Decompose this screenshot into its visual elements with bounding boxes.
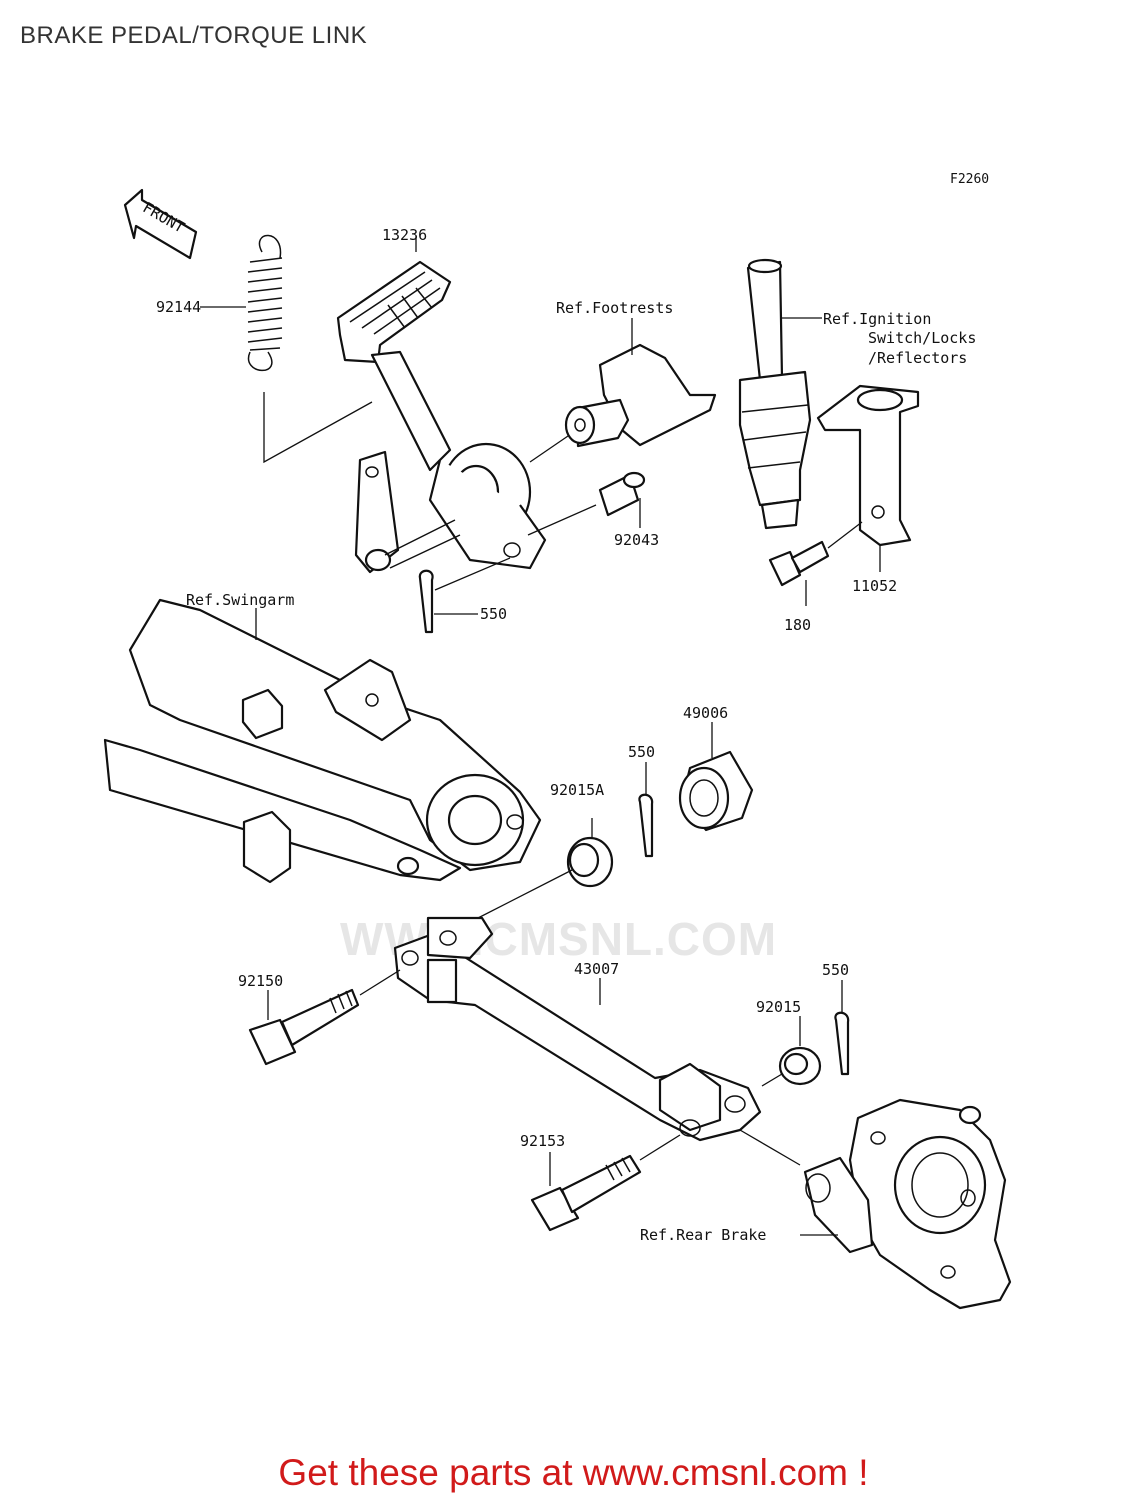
- brake-pedal-13236: [336, 260, 547, 574]
- bolt-92150: [248, 988, 360, 1066]
- pin-92043: [598, 471, 646, 517]
- callout-92043: 92043: [614, 531, 659, 549]
- callout-13236: 13236: [382, 226, 427, 244]
- callout-ref-swingarm: Ref.Swingarm: [186, 591, 294, 609]
- spring-92144: [247, 234, 283, 372]
- callout-92144: 92144: [156, 298, 201, 316]
- callout-180: 180: [784, 616, 811, 634]
- page-title: BRAKE PEDAL/TORQUE LINK: [20, 22, 368, 49]
- callout-92150: 92150: [238, 972, 283, 990]
- callout-ref-ignition-3: /Reflectors: [868, 349, 967, 367]
- nut-92015A: [566, 836, 614, 888]
- callout-ref-footrests: Ref.Footrests: [556, 299, 673, 317]
- callout-11052: 11052: [852, 577, 897, 595]
- callout-550c: 550: [822, 961, 849, 979]
- callout-49006: 49006: [683, 704, 728, 722]
- cotter-pin-550b: [638, 793, 654, 858]
- callout-92015: 92015: [756, 998, 801, 1016]
- callout-ref-ignition-1: Ref.Ignition: [823, 310, 931, 328]
- callout-550a: 550: [480, 605, 507, 623]
- bolt-180: [768, 540, 830, 587]
- callout-ref-ignition-2: Switch/Locks: [868, 329, 976, 347]
- front-arrow-icon: FRONT: [123, 188, 198, 260]
- bolt-92153: [530, 1154, 642, 1232]
- rear-brake-ref: [803, 1098, 1012, 1310]
- collar-49006: [678, 750, 754, 832]
- bracket-11052: [816, 384, 920, 547]
- callout-ref-rear-brake: Ref.Rear Brake: [640, 1226, 766, 1244]
- footrest-ref: [564, 343, 717, 448]
- parts-diagram: FRONT: [103, 188, 1012, 1310]
- callout-92153: 92153: [520, 1132, 565, 1150]
- cotter-pin-550a: [418, 569, 434, 634]
- nut-92015: [778, 1046, 822, 1086]
- brake-switch-ref: [738, 258, 812, 530]
- cotter-pin-550c: [834, 1011, 850, 1076]
- callout-92015A: 92015A: [550, 781, 604, 799]
- figure-code: F2260: [950, 172, 990, 187]
- swingarm-ref: [103, 598, 542, 884]
- callout-43007: 43007: [574, 960, 619, 978]
- callout-550b: 550: [628, 743, 655, 761]
- footer-link[interactable]: Get these parts at www.cmsnl.com !: [278, 1452, 869, 1493]
- torque-link-43007: [393, 916, 762, 1142]
